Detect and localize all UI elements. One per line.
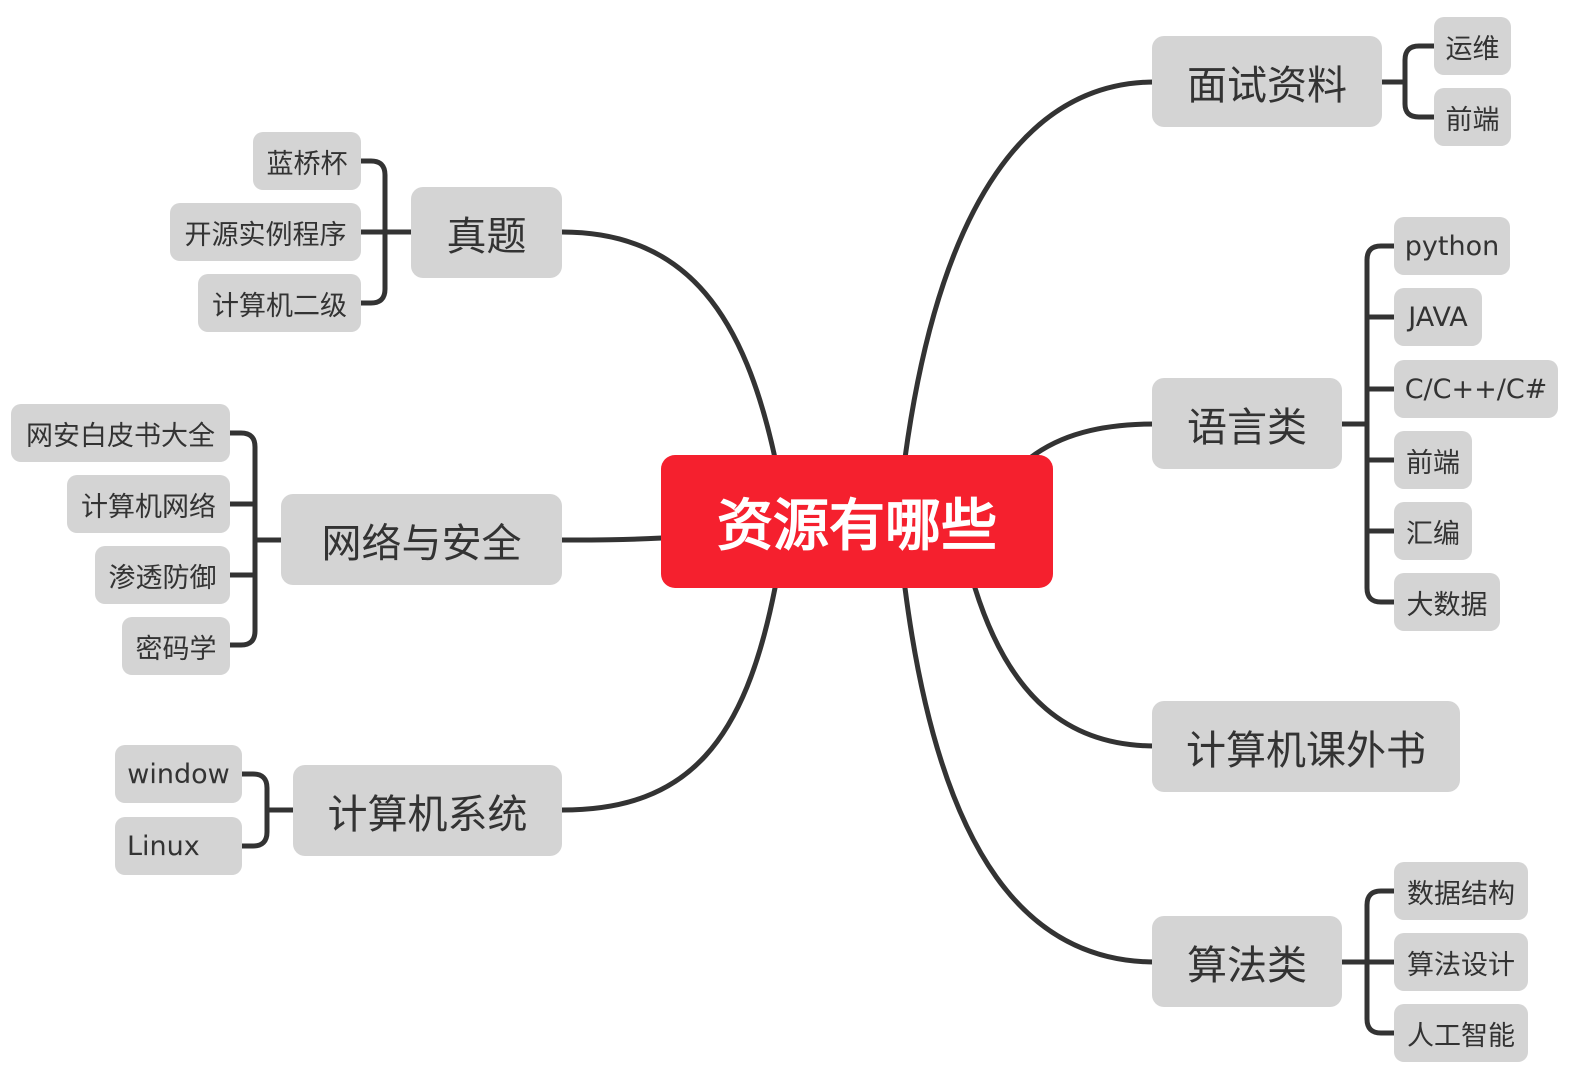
subtopic-assembly[interactable]: 汇编 <box>1394 502 1472 560</box>
subtopic-java[interactable]: JAVA <box>1394 288 1482 346</box>
link-root-systems <box>559 585 778 813</box>
subtopic-interview-ops[interactable]: 运维 <box>1434 17 1511 75</box>
topic-exams[interactable]: 真题 <box>411 187 562 278</box>
subtopic-security-whitepaper[interactable]: 网安白皮书大全 <box>11 404 230 462</box>
subtopic-interview-frontend[interactable]: 前端 <box>1434 88 1511 146</box>
topic-interview[interactable]: 面试资料 <box>1152 36 1382 127</box>
link-root-interview <box>902 79 1158 461</box>
subtopic-data-structures[interactable]: 数据结构 <box>1394 862 1528 920</box>
subtopic-ai[interactable]: 人工智能 <box>1394 1004 1528 1062</box>
link-root-books <box>972 585 1158 749</box>
subtopic-cryptography[interactable]: 密码学 <box>122 617 230 675</box>
bracket-exams <box>358 158 414 306</box>
subtopic-open-source-examples[interactable]: 开源实例程序 <box>170 203 361 261</box>
subtopic-algorithm-design[interactable]: 算法设计 <box>1394 933 1528 991</box>
topic-systems[interactable]: 计算机系统 <box>293 765 562 856</box>
bracket-languages <box>1339 243 1397 605</box>
link-root-security <box>559 535 665 543</box>
topic-books[interactable]: 计算机课外书 <box>1152 701 1460 792</box>
topic-languages[interactable]: 语言类 <box>1152 378 1342 469</box>
topic-algorithms[interactable]: 算法类 <box>1152 916 1342 1007</box>
topic-security[interactable]: 网络与安全 <box>281 494 562 585</box>
subtopic-lang-frontend[interactable]: 前端 <box>1394 431 1472 489</box>
subtopic-c-family[interactable]: C/C++/C# <box>1394 360 1558 418</box>
bracket-algorithms <box>1339 888 1397 1036</box>
subtopic-linux[interactable]: Linux <box>115 817 242 875</box>
subtopic-computer-level-2[interactable]: 计算机二级 <box>198 274 361 332</box>
bracket-security <box>227 430 284 648</box>
link-root-languages <box>1027 421 1158 461</box>
bracket-systems <box>239 771 296 849</box>
link-root-exams <box>559 229 778 461</box>
link-root-algorithms <box>902 585 1158 965</box>
root-topic[interactable]: 资源有哪些 <box>661 455 1053 588</box>
subtopic-windows[interactable]: window <box>115 745 242 803</box>
subtopic-computer-networks[interactable]: 计算机网络 <box>67 475 230 533</box>
subtopic-penetration-defense[interactable]: 渗透防御 <box>95 546 230 604</box>
subtopic-python[interactable]: python <box>1394 217 1510 275</box>
bracket-interview <box>1379 43 1437 120</box>
subtopic-big-data[interactable]: 大数据 <box>1394 573 1500 631</box>
subtopic-lanqiao-cup[interactable]: 蓝桥杯 <box>253 132 361 190</box>
